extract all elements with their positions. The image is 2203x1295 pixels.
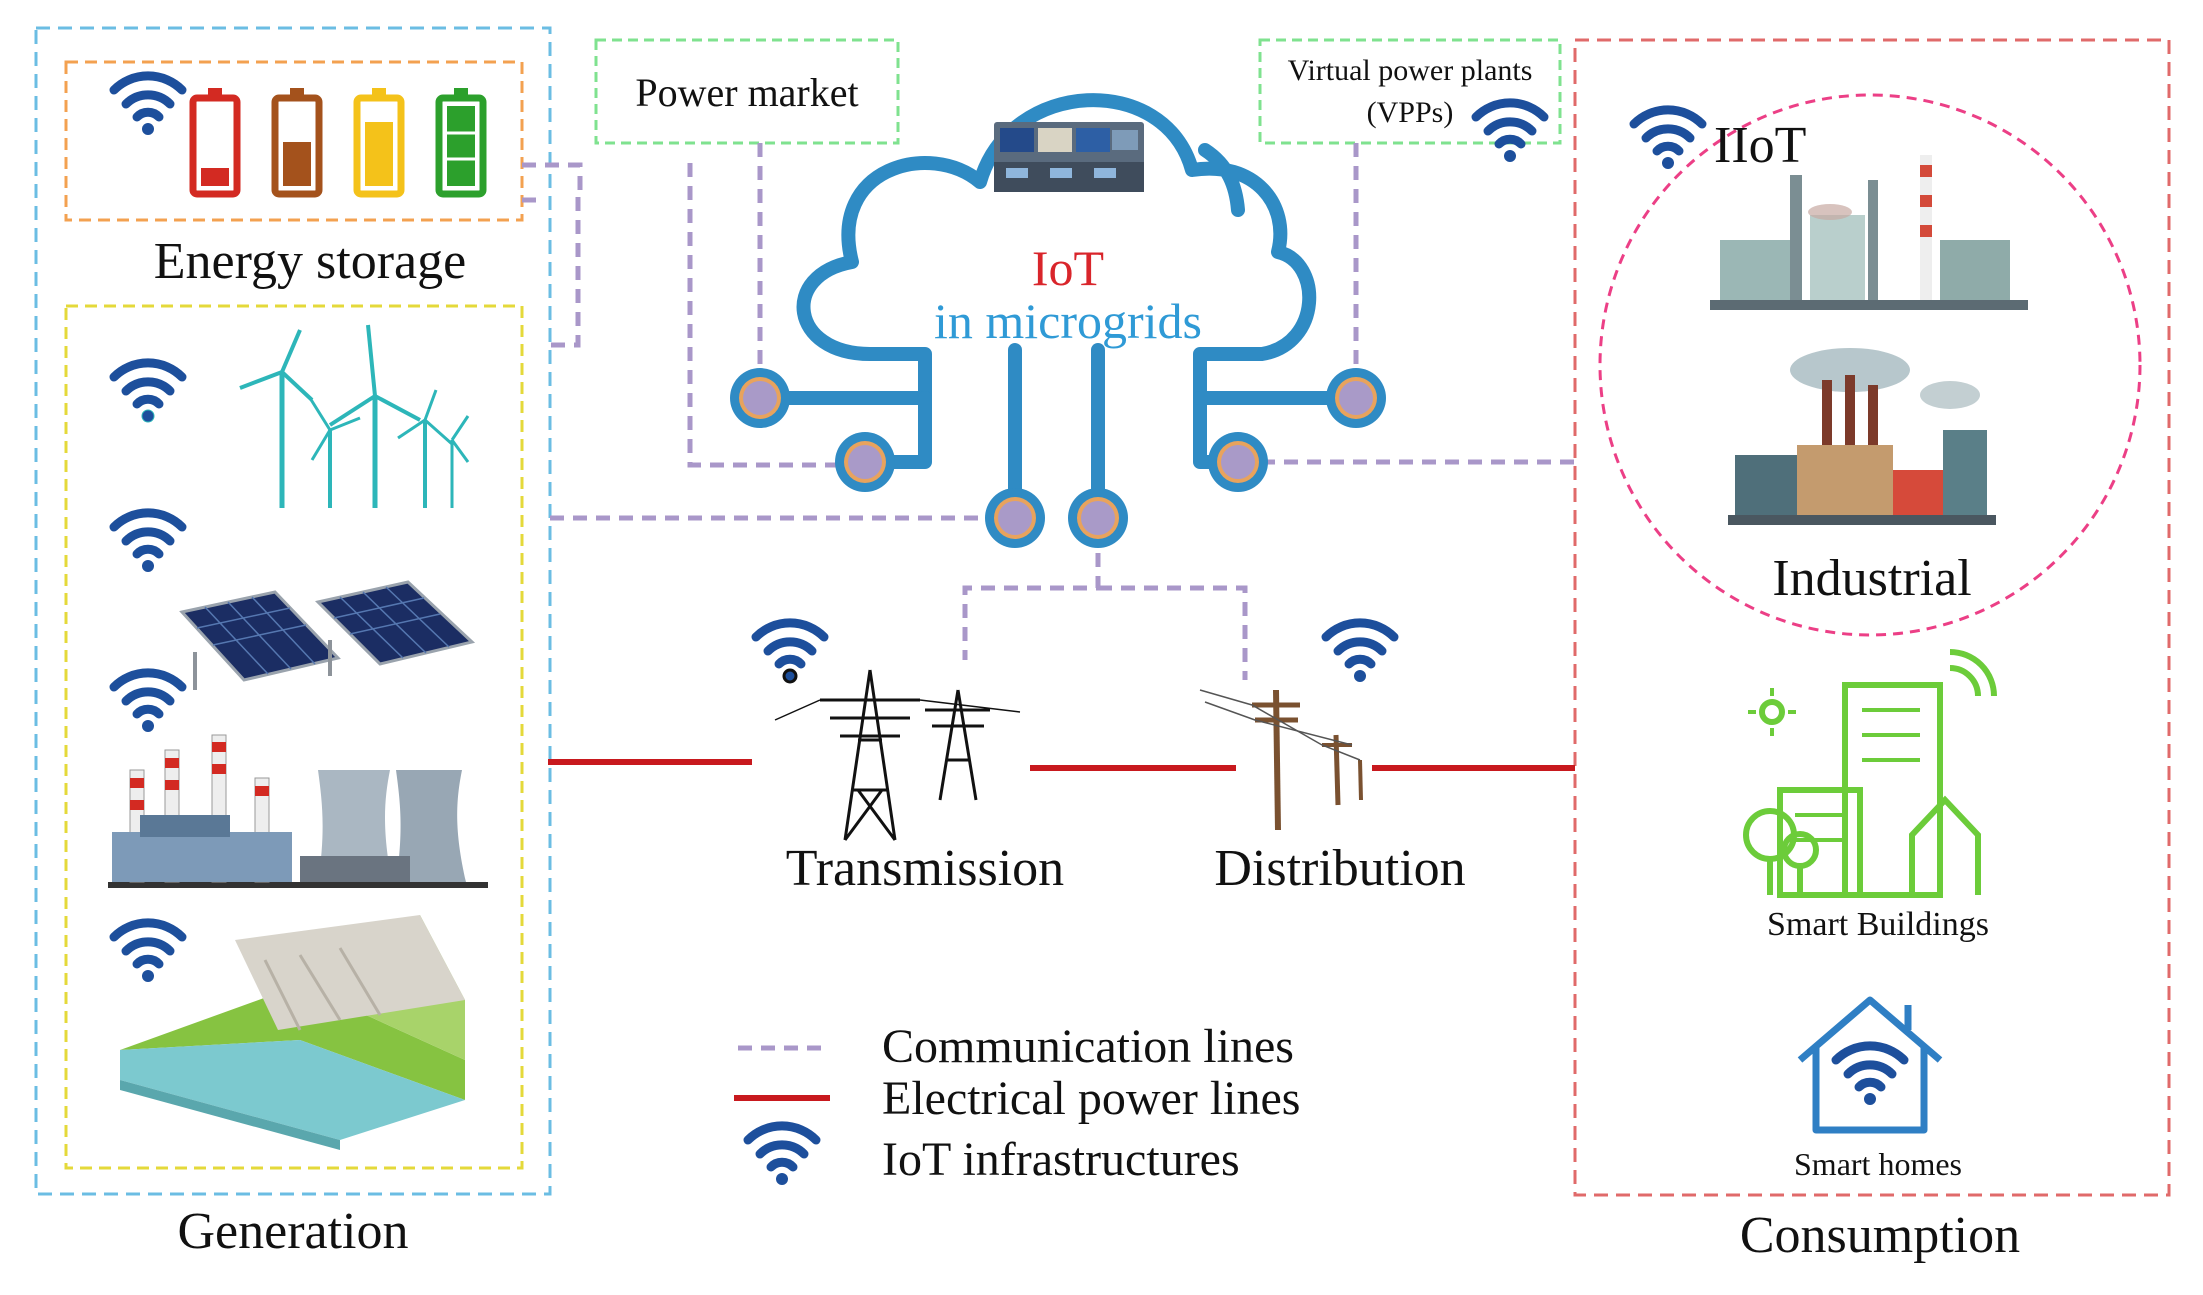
cloud-node [1068,488,1128,548]
cloud-title-iot: IoT [1032,240,1104,296]
vpp-label-line2: (VPPs) [1367,96,1454,129]
wind-wifi-icon [114,363,182,422]
vpp-label-line1: Virtual power plants [1288,54,1533,87]
distribution-poles-image [1199,623,1394,831]
wind-turbines-image [114,324,470,508]
legend-communication-label: Communication lines [882,1020,1294,1073]
iiot-wifi-icon [1634,110,1702,169]
electrical-power-lines [548,759,1575,771]
cloud-title-microgrids: in microgrids [934,293,1202,349]
iiot-label: IIoT [1714,117,1806,174]
solar-wifi-icon [114,513,182,572]
hydro-wifi-icon [114,923,182,982]
power-market-label: Power market [635,70,858,115]
thermal-wifi-icon [114,673,182,732]
factory-image-1 [1710,155,2028,310]
smart-homes-label: Smart homes [1794,1146,1962,1182]
cloud-node [985,488,1045,548]
transmission-wifi-icon [756,623,824,682]
legend-electrical-label: Electrical power lines [882,1072,1300,1125]
storage-wifi-icon [114,76,182,135]
cloud-node [730,368,790,428]
factory-image-2 [1728,348,1996,525]
cloud-node [835,432,895,492]
industrial-label: Industrial [1772,550,1971,607]
vpp-box [1258,38,1562,145]
smart-buildings-label: Smart Buildings [1767,906,1989,943]
battery-red-icon [189,88,241,198]
industrial-circle [1598,93,2142,637]
generation-title: Generation [177,1203,408,1260]
smart-home-wifi-icon [1836,1046,1904,1105]
distribution-label: Distribution [1214,840,1465,897]
transmission-tower-image [756,623,1021,841]
generation-sources-border [64,304,524,1170]
legend: Communication lines Electrical power lin… [734,1020,1300,1186]
solar-panels-image [114,513,476,690]
transmission-label: Transmission [786,840,1064,897]
energy-storage-batteries [114,76,487,198]
vpp-wifi-icon [1476,103,1544,162]
smart-buildings-image [1743,649,1997,898]
energy-storage-label: Energy storage [154,233,466,290]
distribution-wifi-icon [1326,623,1394,682]
power-market-box [594,38,900,145]
cloud-node [1326,368,1386,428]
consumption-border [1573,38,2171,1197]
legend-iot-label: IoT infrastructures [882,1133,1240,1186]
smart-home-icon [1797,996,1943,1134]
cloud-node [1208,432,1268,492]
control-room-image [994,122,1144,192]
legend-wifi-icon [748,1126,816,1185]
battery-brown-icon [271,88,323,198]
thermal-power-plant-image [108,673,488,888]
communication-lines [522,143,1575,680]
energy-storage-border [64,60,524,222]
iot-cloud: IoT in microgrids [730,93,1386,548]
consumption-title: Consumption [1740,1207,2020,1264]
hydro-dam-image [114,915,465,1150]
battery-yellow-icon [353,88,405,198]
generation-border [34,26,552,1196]
battery-green-icon [435,88,487,198]
